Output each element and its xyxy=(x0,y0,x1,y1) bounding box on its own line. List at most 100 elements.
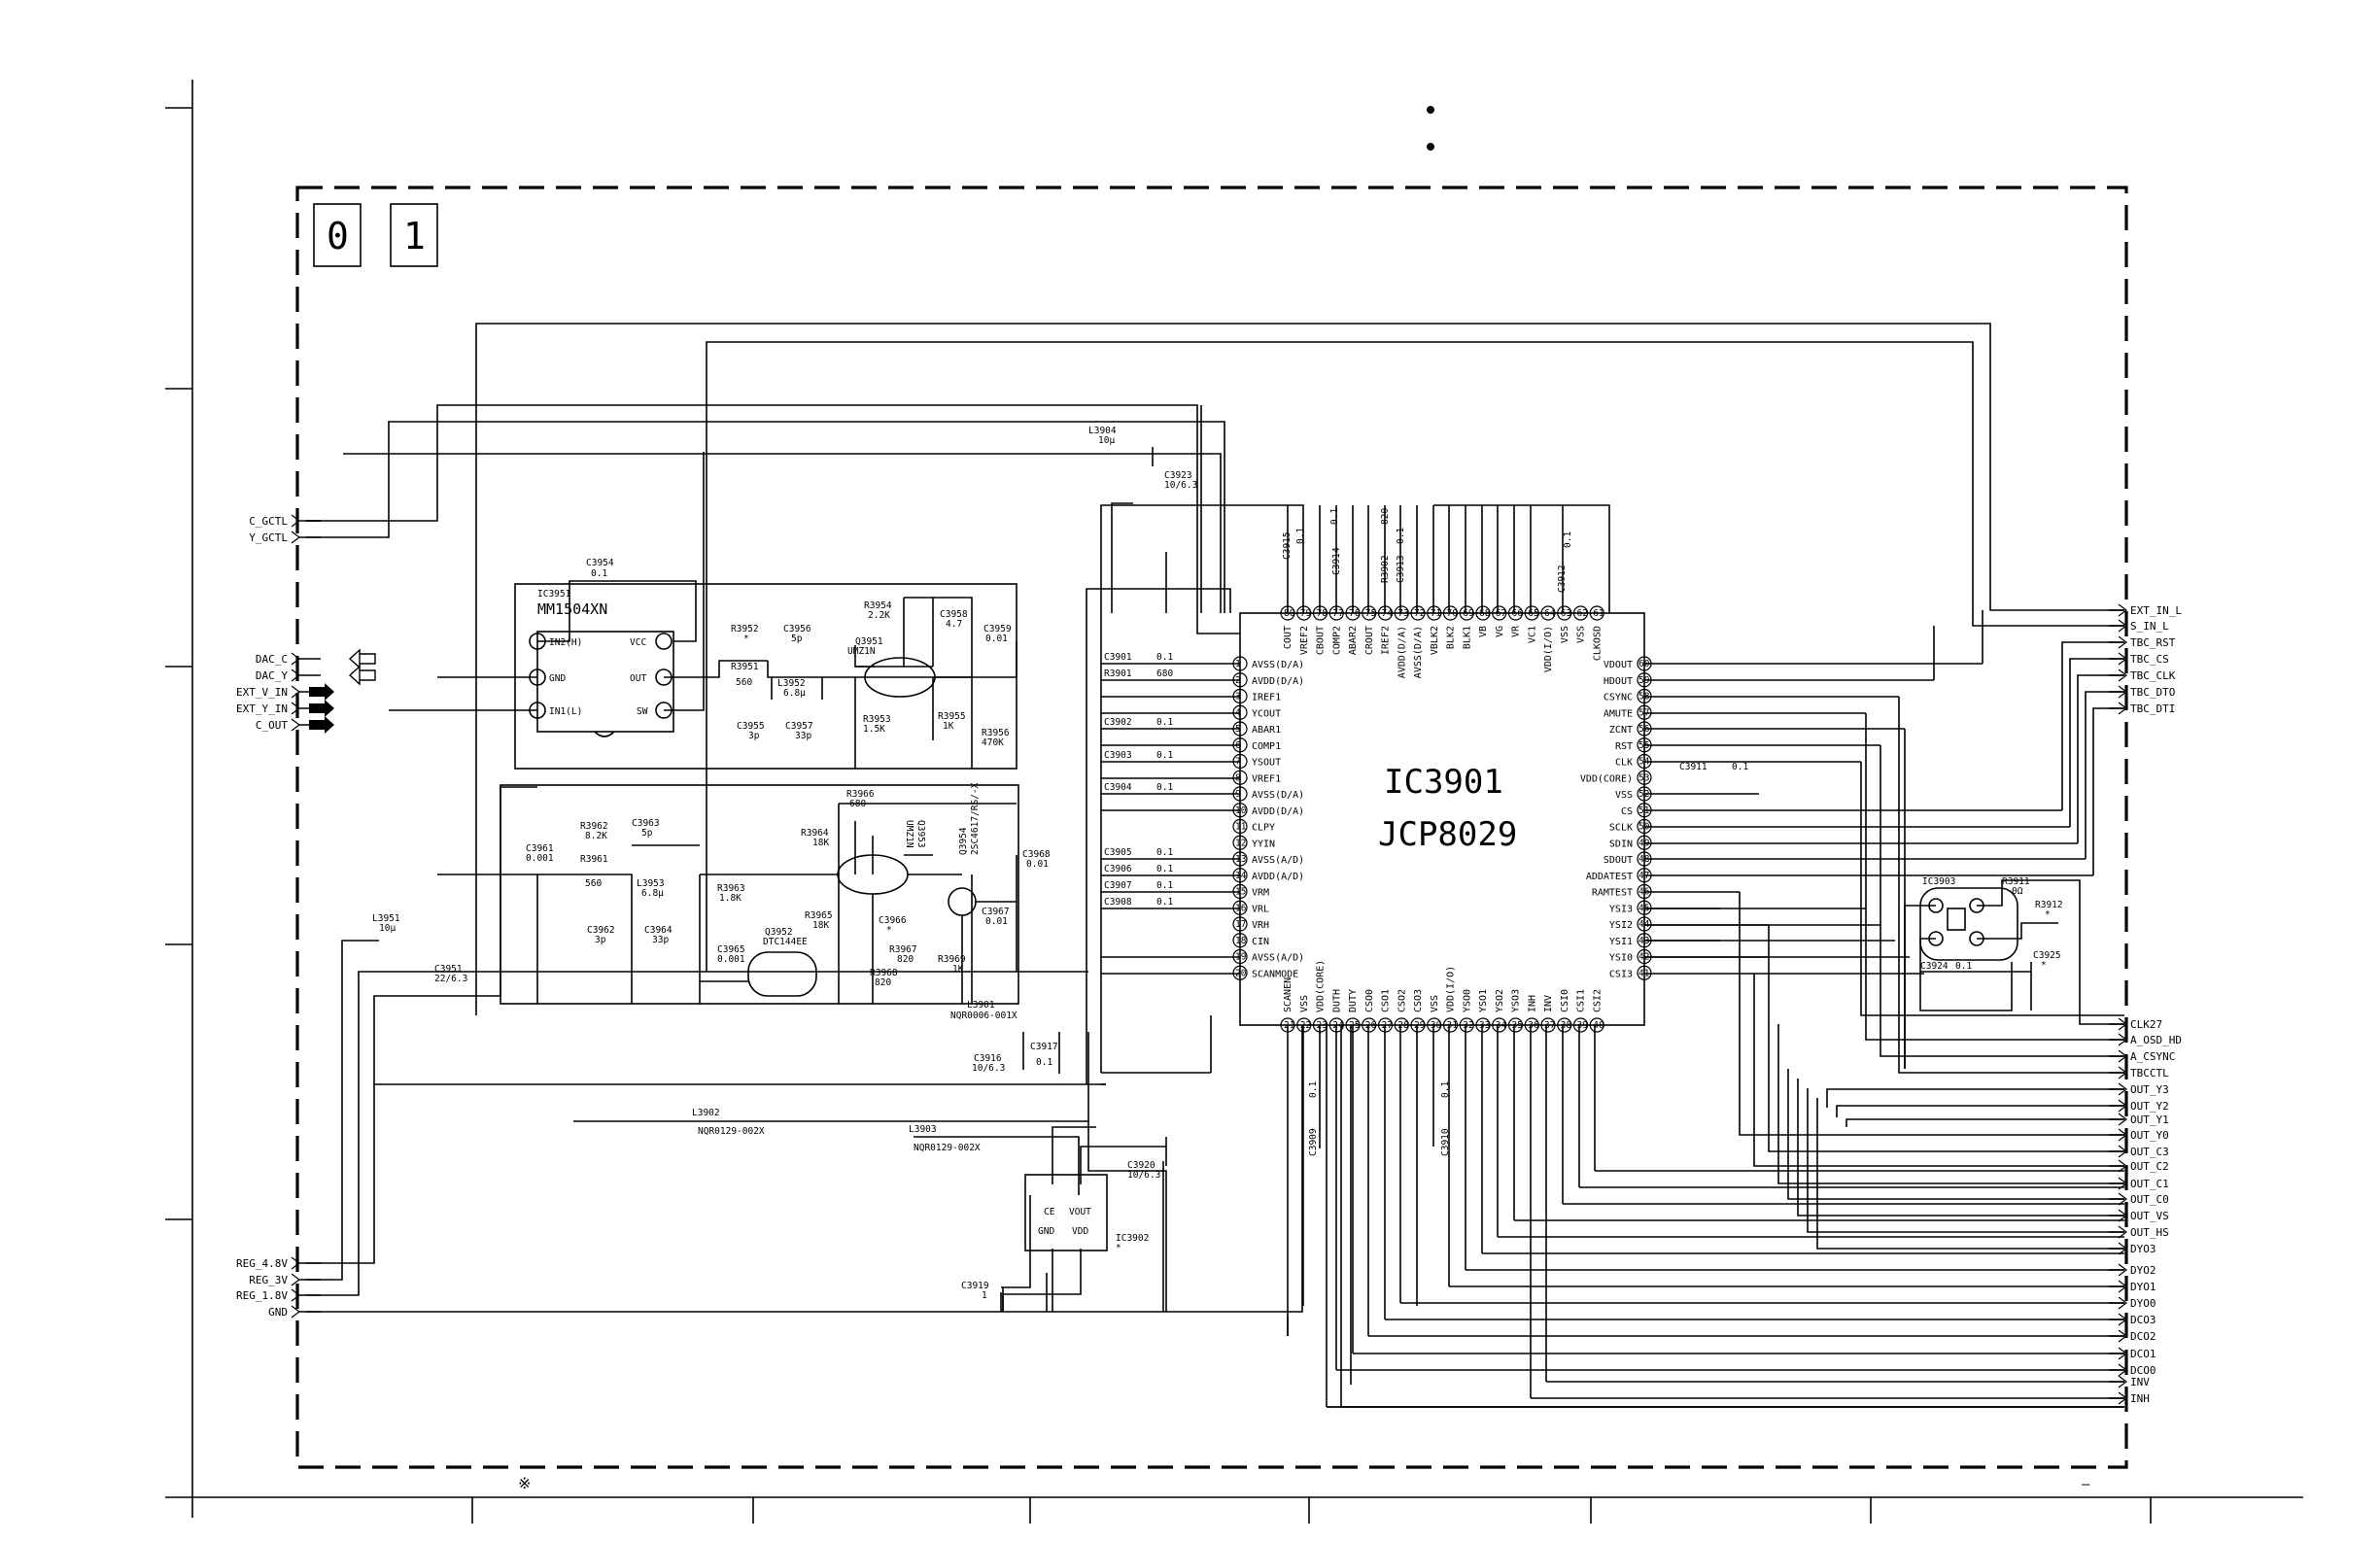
ic3901-pin-name: VSS xyxy=(1615,790,1633,801)
ic3901-pin-number: 41 xyxy=(1638,968,1650,978)
ic3901-pin-number: 79 xyxy=(1300,608,1312,619)
connector-arrow-icon xyxy=(2118,1159,2127,1173)
connector-arrow-icon xyxy=(2118,668,2127,682)
r3902-ref: R3902 xyxy=(1380,555,1391,583)
c3923-value: 10/6.3 xyxy=(1164,480,1197,491)
ic3901-pin-name: VRH xyxy=(1252,920,1269,931)
ic3901-pin-name: VSS xyxy=(1576,626,1587,643)
q3953-part: UMZ1N xyxy=(904,820,914,848)
connector-arrow-icon xyxy=(2118,1099,2127,1113)
ic3901-pin-name: BLK2 xyxy=(1446,626,1457,649)
osc-labels: IC3903 R3911 0Ω R3912 * C3924 0.1 C3925 … xyxy=(1920,876,2063,972)
connector-arrow-icon xyxy=(2118,685,2127,699)
r3962-value: 8.2K xyxy=(585,831,607,841)
c3914-value: 0.1 xyxy=(1329,508,1340,525)
ic3902-pin-ce: CE xyxy=(1044,1207,1055,1217)
l3902-ref: L3902 xyxy=(692,1108,720,1118)
right-signal-label: INH xyxy=(2130,1392,2150,1405)
signal-in-arrow-icon xyxy=(309,683,334,701)
ic-left-cap-value: 0.1 xyxy=(1156,864,1173,874)
ic3901-pin-number: 75 xyxy=(1365,608,1376,619)
l3953-ref: L3953 xyxy=(637,878,665,889)
right-signal-label: OUT_Y0 xyxy=(2130,1129,2169,1142)
c3912-ref: C3912 xyxy=(1557,565,1568,593)
ic3901-pin-left xyxy=(1232,916,1248,932)
ic3901-pin-number: 62 xyxy=(1577,608,1588,619)
ic3901-pin-number: 50 xyxy=(1638,822,1650,833)
c3910-ref: C3910 xyxy=(1440,1128,1451,1156)
ic-left-cap-value: 0.1 xyxy=(1156,782,1173,793)
c3968-ref: C3968 xyxy=(1022,849,1051,860)
r3965-value: 18K xyxy=(812,920,829,931)
ic3901-pin-number: 59 xyxy=(1638,675,1650,686)
ic3901-pin-bottom xyxy=(1410,1017,1426,1033)
ic3901-pin-number: 33 xyxy=(1479,1020,1490,1031)
c3961-value: 0.001 xyxy=(526,853,554,864)
ic-left-cap-ref: C3907 xyxy=(1104,880,1132,891)
r3902-value: 820 xyxy=(1380,508,1391,525)
r3911-ref: R3911 xyxy=(2002,876,2030,887)
ic3901-pin-name: YSO0 xyxy=(1462,989,1472,1012)
right-signal-label: S_IN_L xyxy=(2130,620,2169,633)
ic3901-pin-name: BLK1 xyxy=(1462,626,1472,649)
ic3901-pin-name: CSO2 xyxy=(1397,989,1407,1012)
r3968-ref: R3968 xyxy=(870,968,898,978)
c3914-ref: C3914 xyxy=(1331,547,1342,575)
connector-arrow-icon xyxy=(2118,1391,2127,1405)
block-border xyxy=(295,186,2128,1469)
ic3901-pin-bottom xyxy=(1524,1017,1539,1033)
r3954-value: 2.2K xyxy=(868,610,890,621)
ic3901-pin-name: VG xyxy=(1495,626,1505,637)
ic3901-pin-top xyxy=(1589,605,1604,621)
c3966-ref: C3966 xyxy=(879,915,907,926)
c3964-ref: C3964 xyxy=(644,925,673,936)
r3964-ref: R3964 xyxy=(801,828,829,839)
right-signal-label: OUT_HS xyxy=(2130,1226,2169,1239)
ic3901-pin-name: ADDATEST xyxy=(1586,872,1633,882)
left-signal-label: GND xyxy=(268,1306,288,1319)
c3925-ref: C3925 xyxy=(2033,950,2061,961)
r3967-value: 820 xyxy=(897,954,914,965)
ic3901-pin-number: 71 xyxy=(1431,608,1442,619)
ic3901-pin-left xyxy=(1232,818,1248,835)
ic3901-pin-name: IREF1 xyxy=(1252,693,1281,703)
connector-arrow-icon xyxy=(2118,1242,2127,1255)
ic3901-pin-number: 61 xyxy=(1593,608,1604,619)
ic3951-pin-out: OUT xyxy=(630,673,646,684)
right-signal-label: TBC_CLK xyxy=(2130,669,2176,682)
l3953-value: 6.8µ xyxy=(641,888,664,899)
c3967-ref: C3967 xyxy=(982,907,1010,917)
ic3901-pin-name: ZCNT xyxy=(1609,725,1633,736)
ic3901-pin-number: 19 xyxy=(1235,952,1247,963)
connector-arrow-icon xyxy=(2118,1128,2127,1142)
ic-left-cap-ref: C3905 xyxy=(1104,847,1132,858)
l3952-value: 6.8µ xyxy=(783,688,806,699)
ic3901-pin-number: 14 xyxy=(1235,871,1247,881)
c3954-ref: C3954 xyxy=(586,558,614,568)
ic3901-pin-number: 73 xyxy=(1397,608,1408,619)
ic3901-pin-top xyxy=(1394,605,1409,621)
l3951-value: 10µ xyxy=(379,923,396,934)
ic3901-pin-number: 12 xyxy=(1235,838,1246,848)
ic3901-pin-name: CLK xyxy=(1615,758,1633,769)
ic3901-pin-name: HDOUT xyxy=(1604,676,1633,687)
ic3901-pin-name: YCOUT xyxy=(1252,708,1281,719)
ic3901-pin-number: 70 xyxy=(1447,608,1459,619)
ic3901-pin-name: CSO0 xyxy=(1364,989,1375,1012)
ic3901-pin-number: 80 xyxy=(1284,608,1295,619)
c3956-ref: C3956 xyxy=(783,624,811,634)
ic3901-pin-name: SCLK xyxy=(1609,823,1633,834)
l3951-ref: L3951 xyxy=(372,913,400,924)
top-part-labels: L3904 10µ C3923 10/6.3 C3915 0.1 C3914 0… xyxy=(1088,426,1748,772)
r3951-ref: R3951 xyxy=(731,662,759,672)
ic3901-pin-number: 56 xyxy=(1638,724,1650,735)
ic3901-pin-name: INV xyxy=(1543,995,1554,1012)
ic3901-pin-number: 60 xyxy=(1638,659,1650,669)
ic3901-pin-number: 22 xyxy=(1300,1020,1311,1031)
c3911-ref: C3911 xyxy=(1679,762,1707,772)
ic3901-pin-number: 43 xyxy=(1638,936,1649,946)
ic3901-pin-name: AVDD(D/A) xyxy=(1252,676,1304,687)
l3904-ref: L3904 xyxy=(1088,426,1117,436)
ic3951-ref: IC3951 xyxy=(537,589,571,600)
ic3901-pin-name: ABAR2 xyxy=(1348,626,1359,655)
